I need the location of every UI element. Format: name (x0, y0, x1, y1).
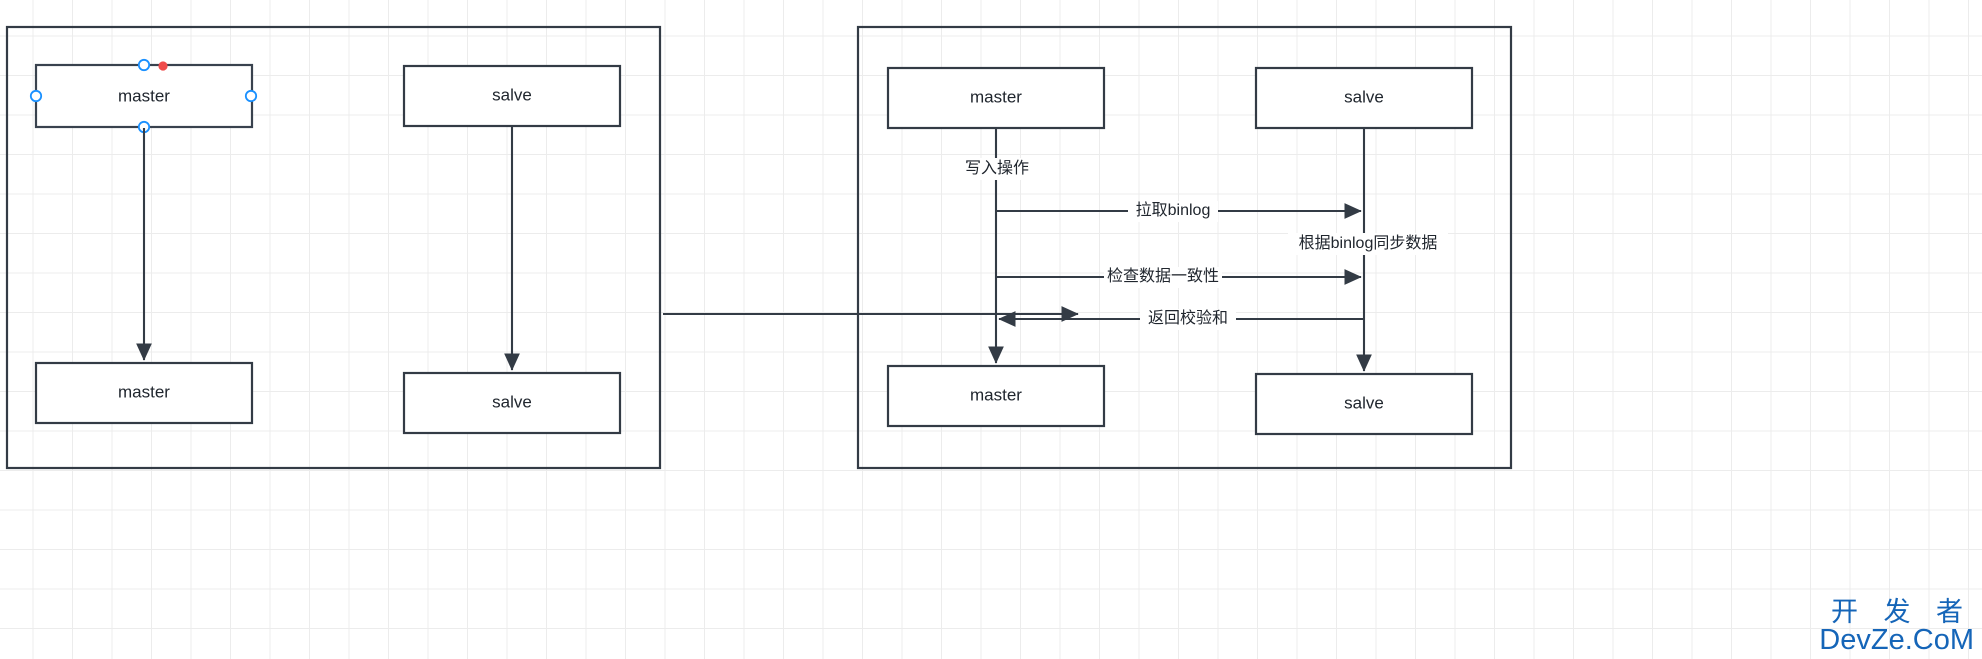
right-master-top-node[interactable]: master (886, 66, 1106, 130)
handle-rotate-dot[interactable] (158, 61, 168, 71)
right-salve-top-node[interactable]: salve (1254, 66, 1474, 130)
left-master-top-node[interactable]: master (34, 63, 254, 129)
edge-check-consistency-label: 检查数据一致性 (1107, 267, 1219, 285)
edge-sync-by-binlog-label: 根据binlog同步数据 (1299, 234, 1438, 252)
right-salve-bottom-rect[interactable] (1254, 372, 1474, 436)
handle-middle-right[interactable] (244, 89, 258, 103)
edge-write-op-label-bg (958, 158, 1040, 180)
edge-pull-binlog-label-bg (1128, 201, 1218, 222)
left-salve-top-label: salve (492, 85, 532, 104)
edge-sync-by-binlog[interactable]: 根据binlog同步数据 (1288, 233, 1448, 255)
edge-return-checksum-label-bg (1140, 309, 1236, 330)
edge-write-op-label: 写入操作 (965, 159, 1029, 177)
right-group-frame[interactable] (856, 25, 1513, 470)
edge-return-checksum[interactable]: 返回校验和 (998, 309, 1364, 330)
left-master-bottom-rect[interactable] (34, 361, 254, 425)
right-master-top-rect[interactable] (886, 66, 1106, 130)
left-salve-bottom-node[interactable]: salve (402, 371, 622, 435)
left-salve-bottom-label: salve (492, 392, 532, 411)
left-group-frame[interactable] (5, 25, 662, 470)
left-group[interactable]: master salve master (5, 25, 662, 470)
left-master-top-label: master (118, 86, 170, 105)
left-salve-top-node[interactable]: salve (402, 64, 622, 128)
selection-handles[interactable] (29, 58, 258, 134)
edge-check-consistency-label-bg (1104, 267, 1222, 288)
edge-write-op[interactable]: 写入操作 (958, 158, 1040, 180)
edge-pull-binlog[interactable]: 拉取binlog (996, 201, 1362, 222)
edge-pull-binlog-label: 拉取binlog (1136, 201, 1211, 219)
left-master-bottom-node[interactable]: master (34, 361, 254, 425)
right-salve-top-label: salve (1344, 87, 1384, 106)
handle-top-center[interactable] (137, 58, 151, 72)
right-salve-top-rect[interactable] (1254, 66, 1474, 130)
left-salve-bottom-rect[interactable] (402, 371, 622, 435)
edge-sync-by-binlog-label-bg (1288, 233, 1448, 255)
right-master-bottom-label: master (970, 385, 1022, 404)
right-salve-bottom-node[interactable]: salve (1254, 372, 1474, 436)
right-group[interactable]: master salve master salve (856, 25, 1513, 470)
right-master-bottom-node[interactable]: master (886, 364, 1106, 428)
right-master-top-label: master (970, 87, 1022, 106)
left-salve-top-rect[interactable] (402, 64, 622, 128)
right-master-bottom-rect[interactable] (886, 364, 1106, 428)
edge-return-checksum-label: 返回校验和 (1148, 309, 1228, 327)
left-master-bottom-label: master (118, 382, 170, 401)
right-salve-bottom-label: salve (1344, 393, 1384, 412)
edge-check-consistency[interactable]: 检查数据一致性 (996, 267, 1362, 288)
handle-middle-left[interactable] (29, 89, 43, 103)
